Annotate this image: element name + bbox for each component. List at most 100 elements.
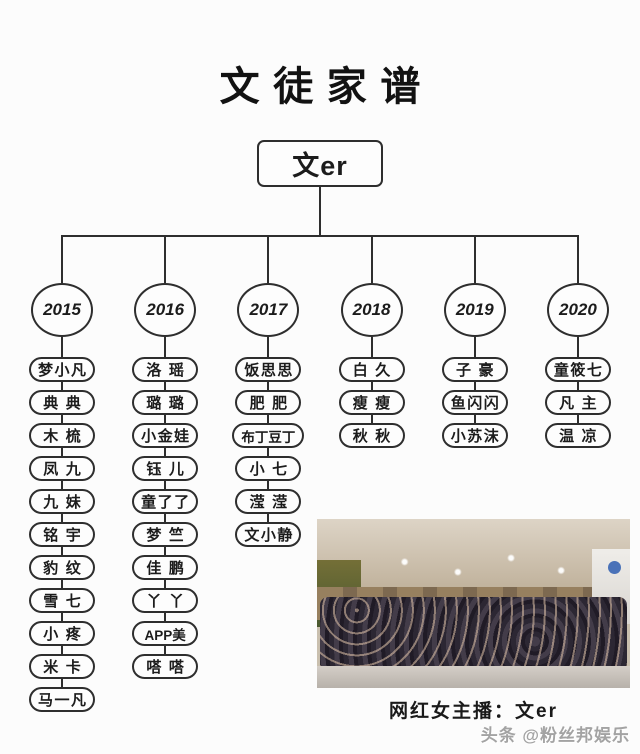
member-pill: 秋秋: [338, 423, 405, 448]
member-pill: 凤九: [29, 456, 95, 481]
member-pill: 雪七: [29, 588, 95, 613]
member-connector-line: [164, 337, 167, 357]
member-connector-line: [370, 337, 373, 357]
member-pill: 洛瑶: [132, 357, 199, 382]
member-name: 童筱七: [553, 362, 604, 379]
member-name: 梦竺: [146, 527, 192, 544]
member-connector-line: [164, 646, 167, 654]
member-name: 凡主: [559, 395, 605, 412]
member-connector-line: [61, 613, 63, 621]
member-name: 梦小凡: [37, 362, 88, 379]
member-name: 洛瑶: [146, 362, 192, 379]
member-pill: 肥肥: [235, 390, 302, 415]
photo-caption: 网红女主播：文er: [389, 701, 558, 722]
photo-ceiling-lights: [317, 519, 630, 597]
member-pill: 嗒嗒: [132, 654, 199, 679]
member-pill: 小疼: [29, 621, 95, 646]
column-drop-line: [164, 236, 167, 283]
member-name: 佳鹏: [146, 560, 192, 577]
member-pill: 滢滢: [235, 489, 302, 514]
member-pill: 凡主: [544, 390, 611, 415]
member-connector-line: [61, 514, 63, 522]
member-name: 瘦瘦: [352, 395, 398, 412]
watermark-text: 头条 @粉丝邦娱乐: [480, 726, 630, 745]
group-photo: [317, 519, 630, 688]
member-pill: 童筱七: [544, 357, 611, 382]
member-connector-line: [61, 337, 63, 357]
member-connector-line: [473, 382, 476, 390]
member-pill: 九妹: [29, 489, 95, 514]
member-name: 童了了: [141, 494, 191, 511]
member-connector-line: [164, 580, 167, 588]
year-node: 2017: [237, 283, 300, 337]
photo-floor: [317, 666, 630, 688]
member-name: 雪七: [43, 593, 89, 610]
member-name: 小苏沫: [450, 428, 501, 445]
member-name: 嗒嗒: [146, 659, 192, 676]
root-node: 文er: [257, 140, 383, 187]
member-name: 九妹: [43, 494, 89, 511]
member-pill: 小金娃: [132, 423, 199, 448]
member-pill: 米卡: [29, 654, 95, 679]
member-connector-line: [164, 547, 167, 555]
year-node: 2020: [546, 283, 609, 337]
member-connector-line: [370, 415, 373, 423]
member-name: 文小静: [244, 527, 294, 544]
member-connector-line: [61, 481, 63, 489]
member-connector-line: [61, 448, 63, 456]
member-name: 鱼闪闪: [450, 395, 501, 412]
member-pill: 典典: [29, 390, 95, 415]
column-drop-line: [473, 236, 476, 283]
member-pill: 子豪: [441, 357, 508, 382]
member-name: 凤九: [43, 461, 89, 478]
year-node: 2016: [134, 283, 197, 337]
member-name: 丫丫: [146, 593, 192, 610]
member-name: 布丁豆丁: [241, 429, 296, 445]
member-connector-line: [473, 415, 476, 423]
member-pill: 小七: [235, 456, 302, 481]
member-connector-line: [164, 613, 167, 621]
member-connector-line: [61, 547, 63, 555]
member-connector-line: [267, 514, 270, 522]
member-connector-line: [267, 382, 270, 390]
column-drop-line: [576, 236, 579, 283]
column-drop-line: [61, 236, 63, 283]
member-connector-line: [267, 415, 270, 423]
member-pill: 梦竺: [132, 522, 199, 547]
member-name: 米卡: [43, 659, 89, 676]
member-pill: 布丁豆丁: [232, 423, 305, 448]
root-connector-line: [319, 186, 321, 236]
member-connector-line: [164, 448, 167, 456]
member-connector-line: [164, 514, 167, 522]
page-title: 文徒家谱: [219, 65, 434, 109]
member-connector-line: [164, 382, 167, 390]
member-connector-line: [61, 679, 63, 687]
member-connector-line: [473, 337, 476, 357]
member-name: 温凉: [559, 428, 605, 445]
member-pill: 梦小凡: [28, 357, 95, 382]
member-name: 豹纹: [43, 560, 89, 577]
member-name: 马一凡: [37, 692, 88, 709]
member-name: 小金娃: [141, 428, 191, 445]
member-pill: 文小静: [235, 522, 302, 547]
member-name: 滢滢: [249, 494, 295, 511]
member-pill: 钰儿: [132, 456, 199, 481]
member-pill: 小苏沫: [441, 423, 508, 448]
member-pill: 鱼闪闪: [441, 390, 508, 415]
horizontal-connector-line: [61, 235, 579, 237]
member-name: 钰儿: [146, 461, 192, 478]
member-pill: 瘦瘦: [338, 390, 405, 415]
member-name: 饭思思: [244, 362, 294, 379]
year-node: 2015: [31, 283, 93, 337]
member-connector-line: [61, 580, 63, 588]
member-pill: 璐璐: [132, 390, 199, 415]
member-connector-line: [267, 481, 270, 489]
member-name: 璐璐: [146, 395, 192, 412]
member-pill: 童了了: [132, 489, 199, 514]
member-pill: 马一凡: [28, 687, 95, 712]
member-connector-line: [61, 415, 63, 423]
member-connector-line: [576, 415, 579, 423]
